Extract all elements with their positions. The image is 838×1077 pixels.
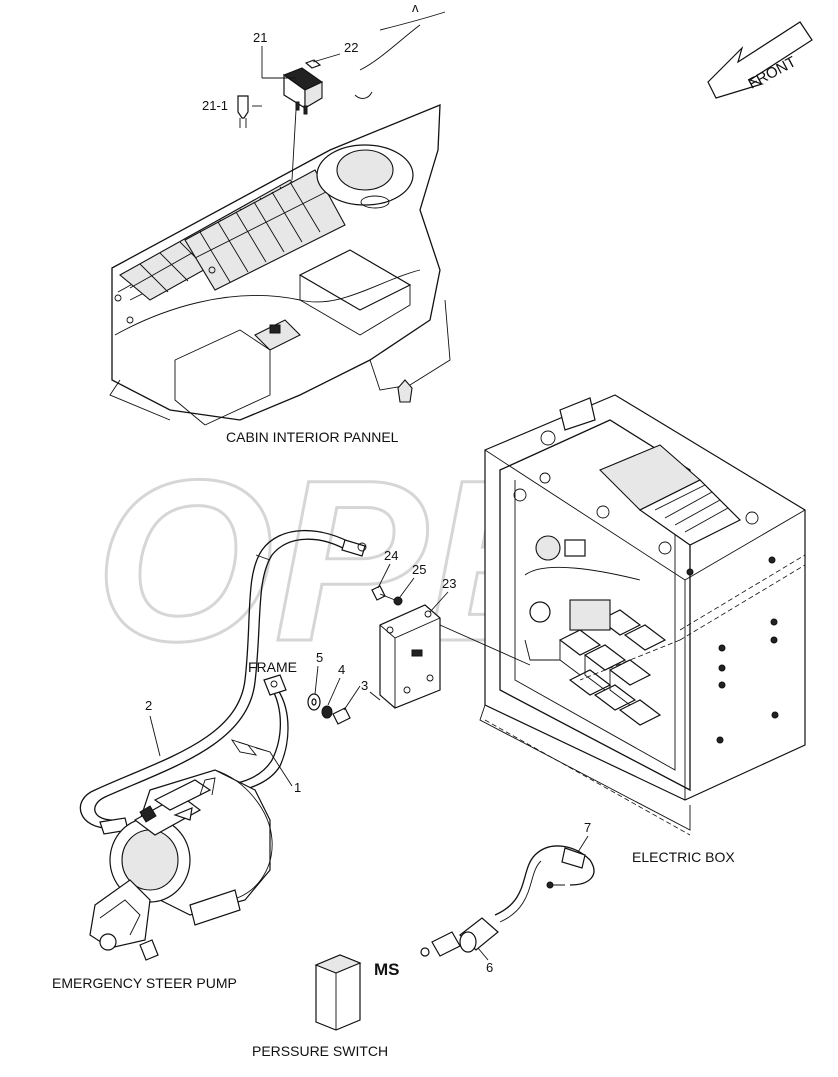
callout-23: 23 (442, 576, 456, 591)
callout-6: 6 (486, 960, 493, 975)
label-electric-box: ELECTRIC BOX (632, 849, 735, 865)
label-emergency-steer-pump: EMERGENCY STEER PUMP (52, 975, 237, 991)
bolt-part-24 (371, 585, 396, 601)
lock-washer-part-4 (321, 705, 333, 719)
callout-1: 1 (294, 780, 301, 795)
pressure-switch-drawing (314, 954, 362, 1031)
washer-part-25 (393, 596, 403, 606)
callout-22: 22 (344, 40, 358, 55)
harness-part-7 (494, 845, 595, 923)
callout-7: 7 (584, 820, 591, 835)
callout-24: 24 (384, 548, 398, 563)
lamp-cover-part-22 (304, 59, 322, 69)
washer-part-5 (307, 693, 321, 711)
callout-25: 25 (412, 562, 426, 577)
control-module-part-23 (379, 604, 531, 709)
callout-21-1: 21-1 (202, 98, 228, 113)
rocker-switch-part-21 (282, 67, 323, 181)
cabin-interior-panel-drawing (109, 11, 451, 426)
callout-3: 3 (361, 678, 368, 693)
callout-21: 21 (253, 30, 267, 45)
electric-box-drawing (479, 394, 806, 836)
front-arrow-icon: FRONT (707, 21, 813, 99)
label-pressure-switch: PERSSURE SWITCH (252, 1043, 388, 1059)
emergency-steer-pump-drawing (89, 769, 273, 961)
vent-grille (119, 169, 346, 301)
cable-part-2 (79, 529, 367, 835)
bolt-part-3 (332, 707, 351, 725)
label-ms: MS (374, 960, 400, 979)
label-frame: FRAME (248, 659, 297, 675)
callout-4: 4 (338, 662, 345, 677)
connector-part-6 (420, 917, 499, 957)
label-cabin-interior-panel: CABIN INTERIOR PANNEL (226, 429, 399, 445)
top-mark: ʌ (412, 0, 419, 15)
callout-2: 2 (145, 698, 152, 713)
callout-5: 5 (316, 650, 323, 665)
bulb-part-21-1 (237, 95, 249, 128)
